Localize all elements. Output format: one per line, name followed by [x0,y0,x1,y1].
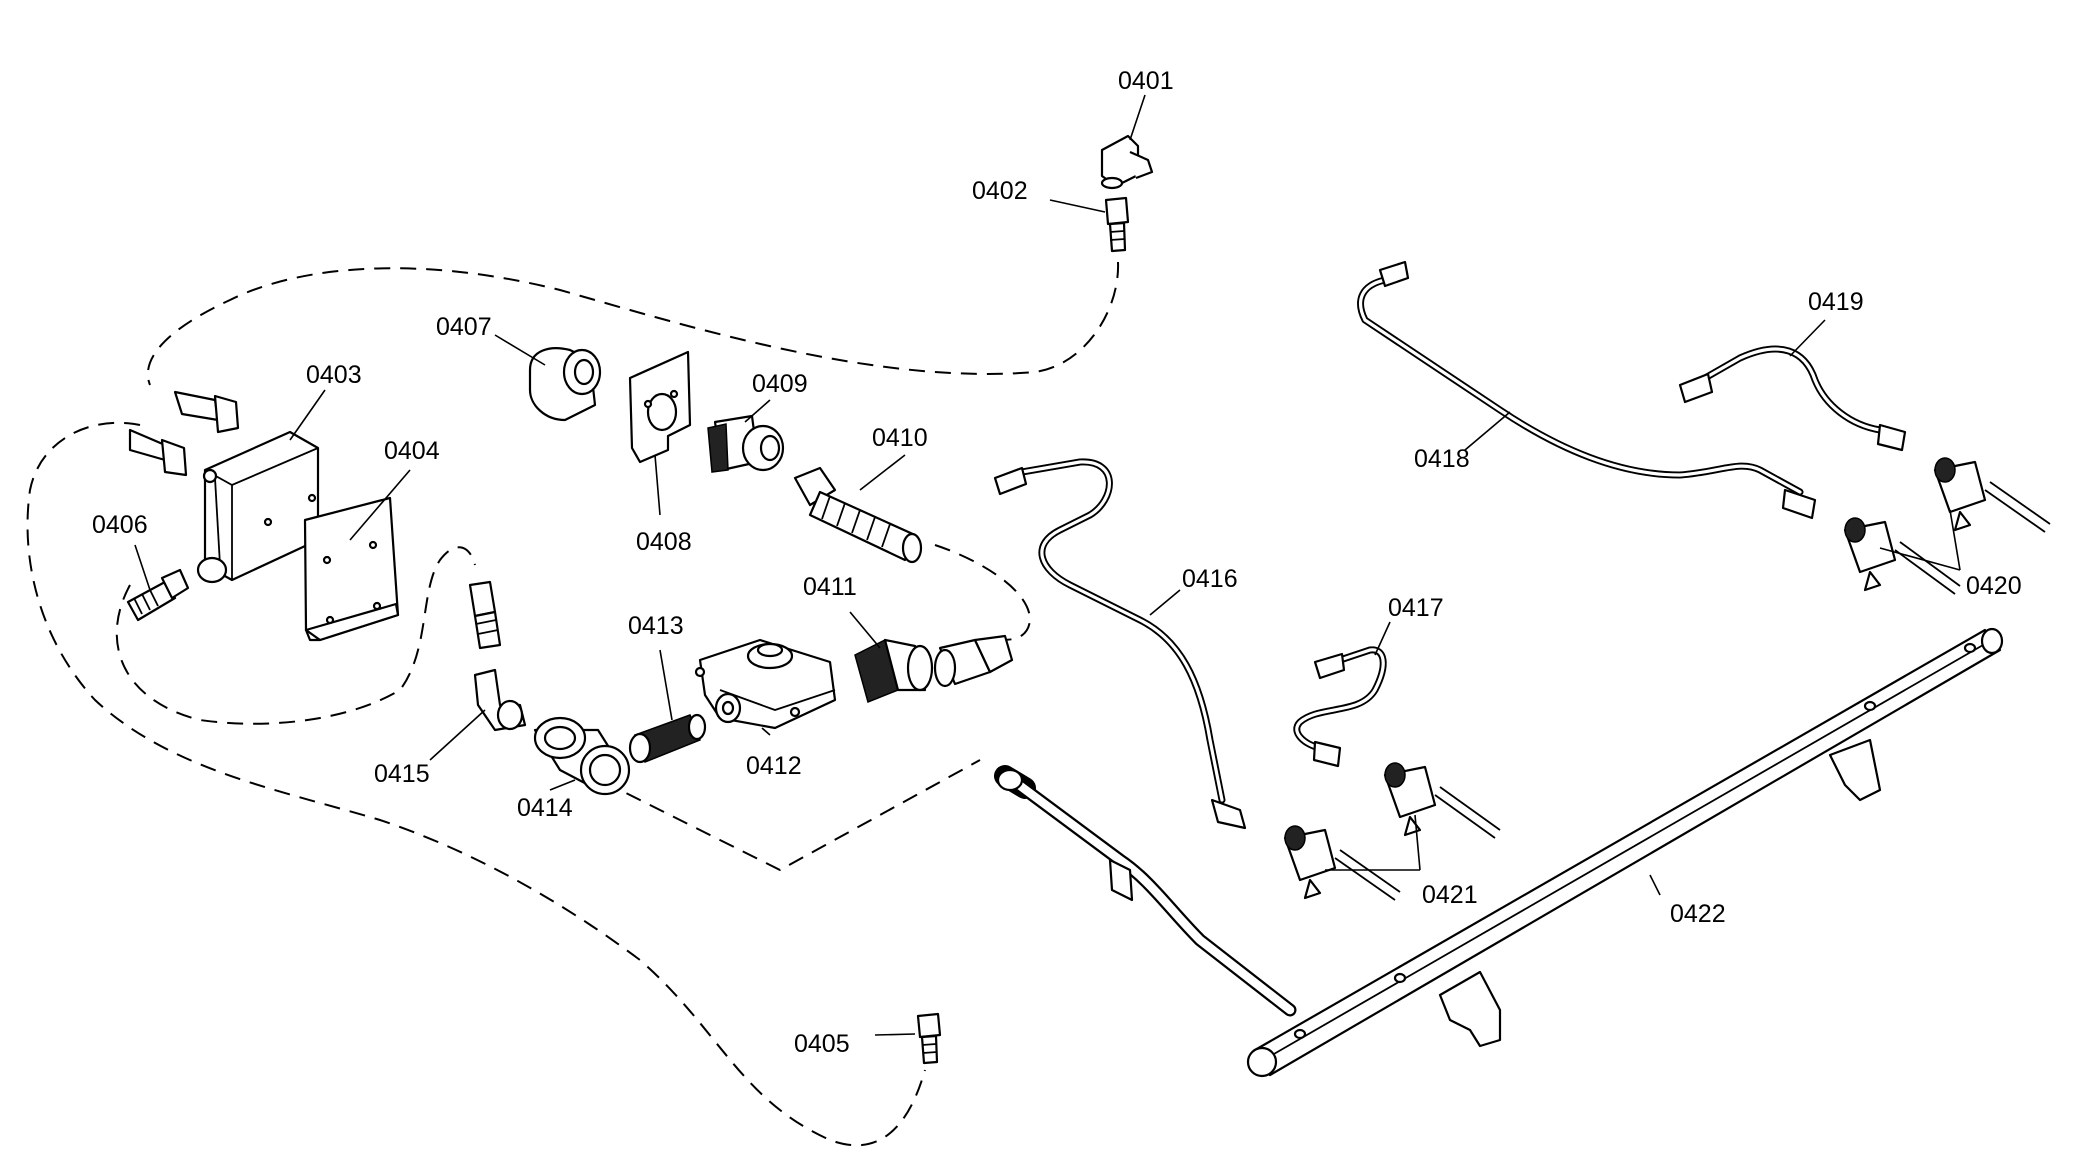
part-0405-nipple[interactable] [916,1012,942,1065]
part-0413-threaded-nipple[interactable] [628,713,707,764]
part-0411-hex-fitting[interactable] [854,638,934,704]
label-0403: 0403 [306,361,362,389]
callout-labels: 0401 0402 0403 0404 0405 0406 0407 0408 … [92,67,2022,1058]
part-0412-pressure-regulator[interactable] [694,638,837,730]
label-0422: 0422 [1670,900,1726,928]
part-0421-burner-valve-2[interactable] [1283,825,1401,901]
label-0418: 0418 [1414,445,1470,473]
part-0409-union-fitting[interactable] [707,414,785,473]
label-0401: 0401 [1118,67,1174,95]
part-0403-screw-2[interactable] [128,428,188,477]
label-0404: 0404 [384,437,440,465]
part-0420-burner-valve-2[interactable] [1843,517,1961,595]
label-0405: 0405 [794,1030,850,1058]
label-0419: 0419 [1808,288,1864,316]
part-0401-elbow-fitting[interactable] [1100,134,1154,190]
label-0407: 0407 [436,313,492,341]
part-0403-valve-body[interactable] [196,430,320,584]
part-0411-flare-nut[interactable] [933,634,1014,688]
part-0418-long-gas-tube[interactable] [1357,260,1817,520]
label-0415: 0415 [374,760,430,788]
part-0421-burner-valve[interactable] [1383,762,1501,839]
part-0414-tee-fitting[interactable] [533,716,631,796]
part-0407-elbow[interactable] [528,347,602,422]
label-0421: 0421 [1422,881,1478,909]
part-0417-short-gas-tube[interactable] [1293,646,1387,768]
part-0415-elbow-fitting[interactable] [473,668,527,732]
part-0406-threaded-nipple[interactable] [126,568,190,622]
part-0422-manifold-pipe[interactable] [994,627,2004,1078]
part-0402-nipple[interactable] [1104,196,1130,253]
part-0419-gas-tube[interactable] [1678,345,1907,452]
label-0414: 0414 [517,794,573,822]
label-0410: 0410 [872,424,928,452]
part-0408-gasket-plate[interactable] [628,350,692,464]
part-0403-screw[interactable] [173,390,240,434]
part-0416-gas-tube[interactable] [993,458,1247,830]
label-0417: 0417 [1388,594,1444,622]
part-0410-flex-hose[interactable] [793,466,923,564]
label-0409: 0409 [752,370,808,398]
label-0402: 0402 [972,177,1028,205]
leader-lines [134,94,1961,1036]
part-0404-mounting-bracket[interactable] [303,496,400,642]
label-0416: 0416 [1182,565,1238,593]
label-0406: 0406 [92,511,148,539]
label-0412: 0412 [746,752,802,780]
label-0420: 0420 [1966,572,2022,600]
label-0413: 0413 [628,612,684,640]
part-0420-burner-valve[interactable] [1933,457,2051,533]
label-0411: 0411 [803,573,857,601]
part-0415-nipple[interactable] [468,580,502,650]
label-0408: 0408 [636,528,692,556]
